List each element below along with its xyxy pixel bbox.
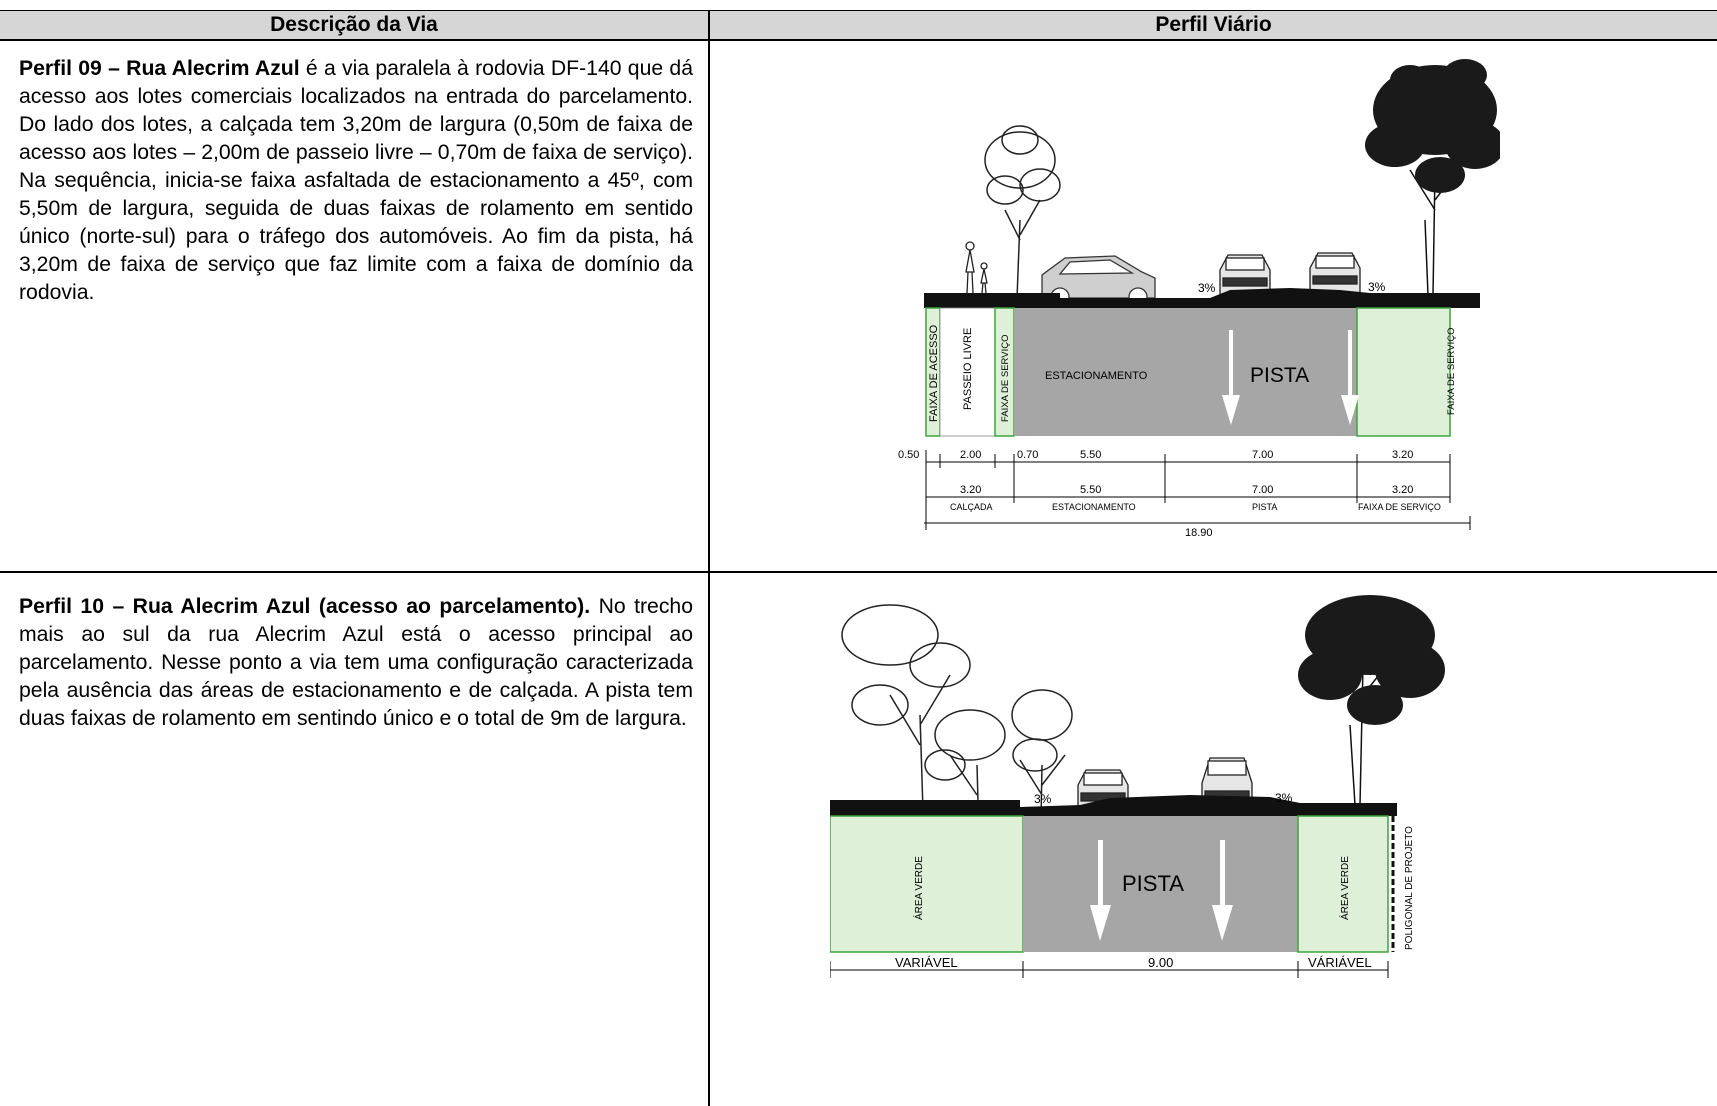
zone-pista [1023,816,1298,952]
description-perfil-10: Perfil 10 – Rua Alecrim Azul (acesso ao … [19,593,693,733]
dim2-320b: 3.20 [1392,484,1413,496]
slope-left-label: 3% [1198,281,1216,295]
label-pista-dim: PISTA [1252,502,1277,512]
dimension-lines [830,961,1389,978]
dim-050: 0.50 [898,449,919,461]
perfil-09-title: Perfil 09 – Rua Alecrim Azul [19,57,300,80]
row-divider [0,571,1717,573]
dim2-320: 3.20 [960,484,981,496]
dim-320: 3.20 [1392,449,1413,461]
pedestrian-icon [965,241,988,294]
profile-09-diagram: 3% 3% FAIXA DE ACESSO PASSEIO LIVRE FAIX… [898,59,1500,539]
label-calcada: CALÇADA [950,502,993,512]
dim-variavel-left: VARIÁVEL [895,955,958,970]
label-poligonal: POLIGONAL DE PROJETO [1404,826,1415,950]
profile-10-diagram: 3% 3% ÁREA VERDE PISTA ÁREA VERDE POLIGO… [830,595,1445,978]
table-top-border [0,10,1717,11]
header-bottom-border [0,39,1717,41]
zone-faixa-servico-right [1356,307,1451,437]
tree-canopy-icon [1365,59,1500,193]
label-estacionamento: ESTACIONAMENTO [1045,370,1148,382]
dim-variavel-right: VÁRIÁVEL [1308,955,1372,970]
zone-area-verde-left [830,815,1024,953]
road-surface [830,795,1397,816]
label-estacionamento-dim: ESTACIONAMENTO [1052,502,1136,512]
header-descricao: Descrição da Via [0,11,708,39]
tree-icon [841,604,1073,876]
dim-070: 0.70 [1017,449,1038,461]
dim-700: 7.00 [1252,449,1273,461]
traffic-arrow-icon [1090,840,1233,941]
car-front-icon [1309,252,1361,294]
perfil-10-title: Perfil 10 – Rua Alecrim Azul (acesso ao … [19,595,591,618]
column-divider [708,10,710,1106]
header-perfil: Perfil Viário [710,11,1717,39]
zone-pista [1165,308,1357,436]
dim-total: 18.90 [1185,527,1213,539]
perfil-10-text: No trecho mais ao sul da rua Alecrim Azu… [19,595,693,730]
slope-right-label: 3% [1275,791,1293,805]
tree-icon [984,125,1061,299]
perfil-09-text: é a via paralela à rodovia DF-140 que dá… [19,57,693,304]
tree-canopy-icon [1298,595,1445,725]
label-faixa-servico-right: FAIXA DE SERVIÇO [1446,328,1457,415]
label-area-verde-left: ÁREA VERDE [912,856,925,920]
label-faixa-servico-dim: FAIXA DE SERVIÇO [1358,502,1441,512]
car-front-icon [1201,757,1253,809]
label-pista: PISTA [1250,364,1309,387]
slope-right-label: 3% [1368,280,1386,294]
zone-estacionamento [1014,308,1165,436]
label-faixa-acesso: FAIXA DE ACESSO [928,324,940,422]
label-passeio-livre: PASSEIO LIVRE [962,328,974,410]
dim-900: 9.00 [1148,955,1173,970]
description-perfil-09: Perfil 09 – Rua Alecrim Azul é a via par… [19,55,693,307]
label-area-verde-right: ÁREA VERDE [1338,856,1351,920]
zone-area-verde-right [1297,815,1389,953]
label-pista: PISTA [1122,871,1184,896]
road-surface [924,288,1480,308]
dim2-700: 7.00 [1252,484,1273,496]
dim-550: 5.50 [1080,449,1101,461]
traffic-arrow-icon [1222,330,1359,425]
label-faixa-servico-left: FAIXA DE SERVIÇO [1000,335,1011,422]
dim2-550: 5.50 [1080,484,1101,496]
slope-left-label: 3% [1034,792,1052,806]
dimension-lines [924,450,1471,530]
dim-200: 2.00 [960,449,981,461]
